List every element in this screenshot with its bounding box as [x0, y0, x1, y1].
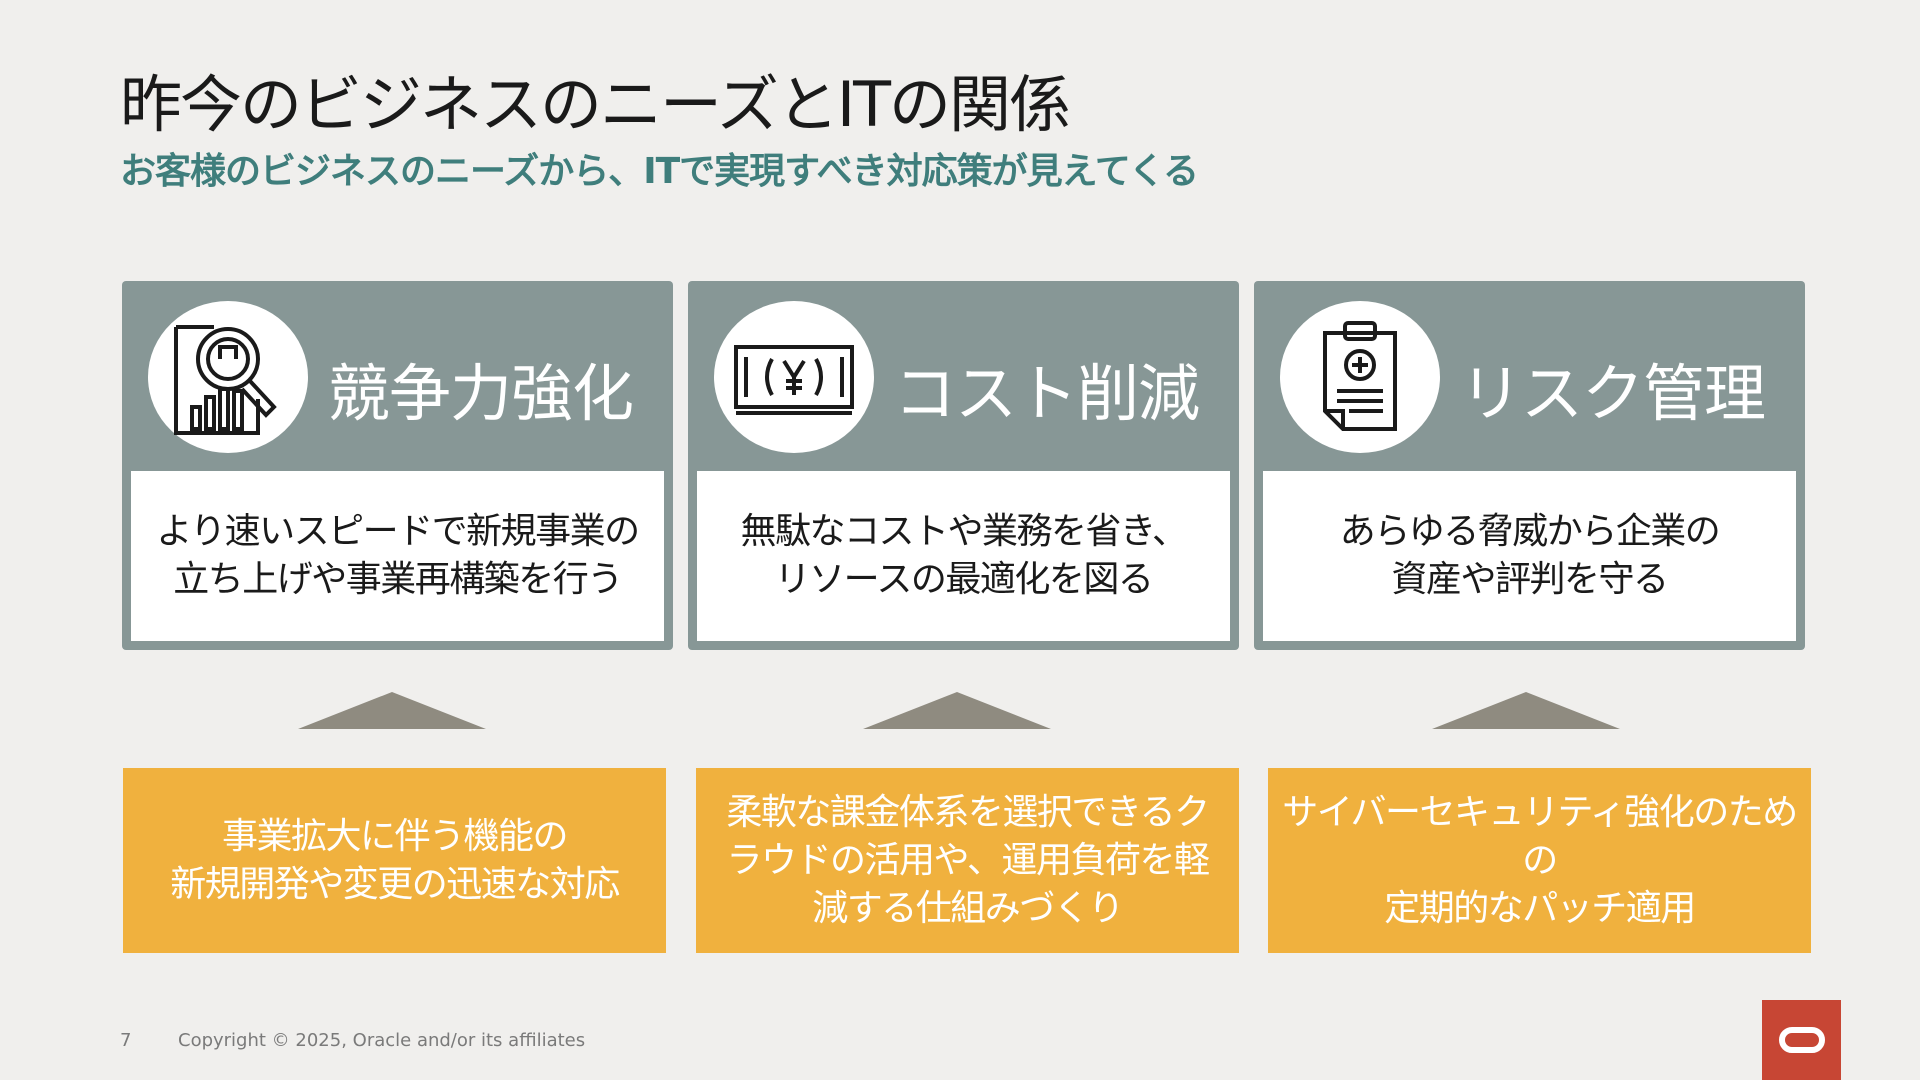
up-arrow-icon — [863, 692, 1051, 729]
need-text: 事業拡大に伴う機能の 新規開発や変更の迅速な対応 — [170, 815, 620, 905]
card-body-text: より速いスピードで新規事業の 立ち上げや事業再構築を行う — [156, 511, 640, 600]
card-body: より速いスピードで新規事業の 立ち上げや事業再構築を行う — [131, 471, 664, 641]
up-arrow-icon — [298, 692, 486, 729]
card-title: コスト削減 — [894, 357, 1200, 430]
card-body-text: あらゆる脅威から企業の 資産や評判を守る — [1339, 511, 1721, 600]
chart-magnifier-icon — [148, 301, 308, 453]
need-text: サイバーセキュリティ強化のための 定期的なパッチ適用 — [1282, 791, 1798, 929]
page-subtitle: お客様のビジネスのニーズから、ITで実現すべき対応策が見えてくる — [120, 151, 1199, 192]
card-body-text: 無駄なコストや業務を省き、 リソースの最適化を図る — [740, 511, 1188, 600]
medical-clipboard-icon — [1280, 301, 1440, 453]
card-title: 競争力強化 — [328, 357, 634, 430]
yen-banknote-icon — [714, 301, 874, 453]
card-risk-management: リスク管理 あらゆる脅威から企業の 資産や評判を守る — [1254, 281, 1805, 650]
card-title: リスク管理 — [1460, 357, 1766, 430]
card-body: 無駄なコストや業務を省き、 リソースの最適化を図る — [697, 471, 1230, 641]
need-box: 柔軟な課金体系を選択できるク ラウドの活用や、運用負荷を軽 減する仕組みづくり — [696, 768, 1239, 953]
oracle-logo-icon — [1762, 1000, 1841, 1080]
need-text: 柔軟な課金体系を選択できるク ラウドの活用や、運用負荷を軽 減する仕組みづくり — [726, 791, 1210, 929]
up-arrow-icon — [1432, 692, 1620, 729]
page-number: 7 — [120, 1030, 132, 1051]
card-competitiveness: 競争力強化 より速いスピードで新規事業の 立ち上げや事業再構築を行う — [122, 281, 673, 650]
card-body: あらゆる脅威から企業の 資産や評判を守る — [1263, 471, 1796, 641]
copyright-text: Copyright © 2025, Oracle and/or its affi… — [178, 1030, 586, 1051]
need-box: 事業拡大に伴う機能の 新規開発や変更の迅速な対応 — [123, 768, 666, 953]
page-title: 昨今のビジネスのニーズとITの関係 — [120, 68, 1071, 141]
need-box: サイバーセキュリティ強化のための 定期的なパッチ適用 — [1268, 768, 1811, 953]
card-cost-reduction: コスト削減 無駄なコストや業務を省き、 リソースの最適化を図る — [688, 281, 1239, 650]
